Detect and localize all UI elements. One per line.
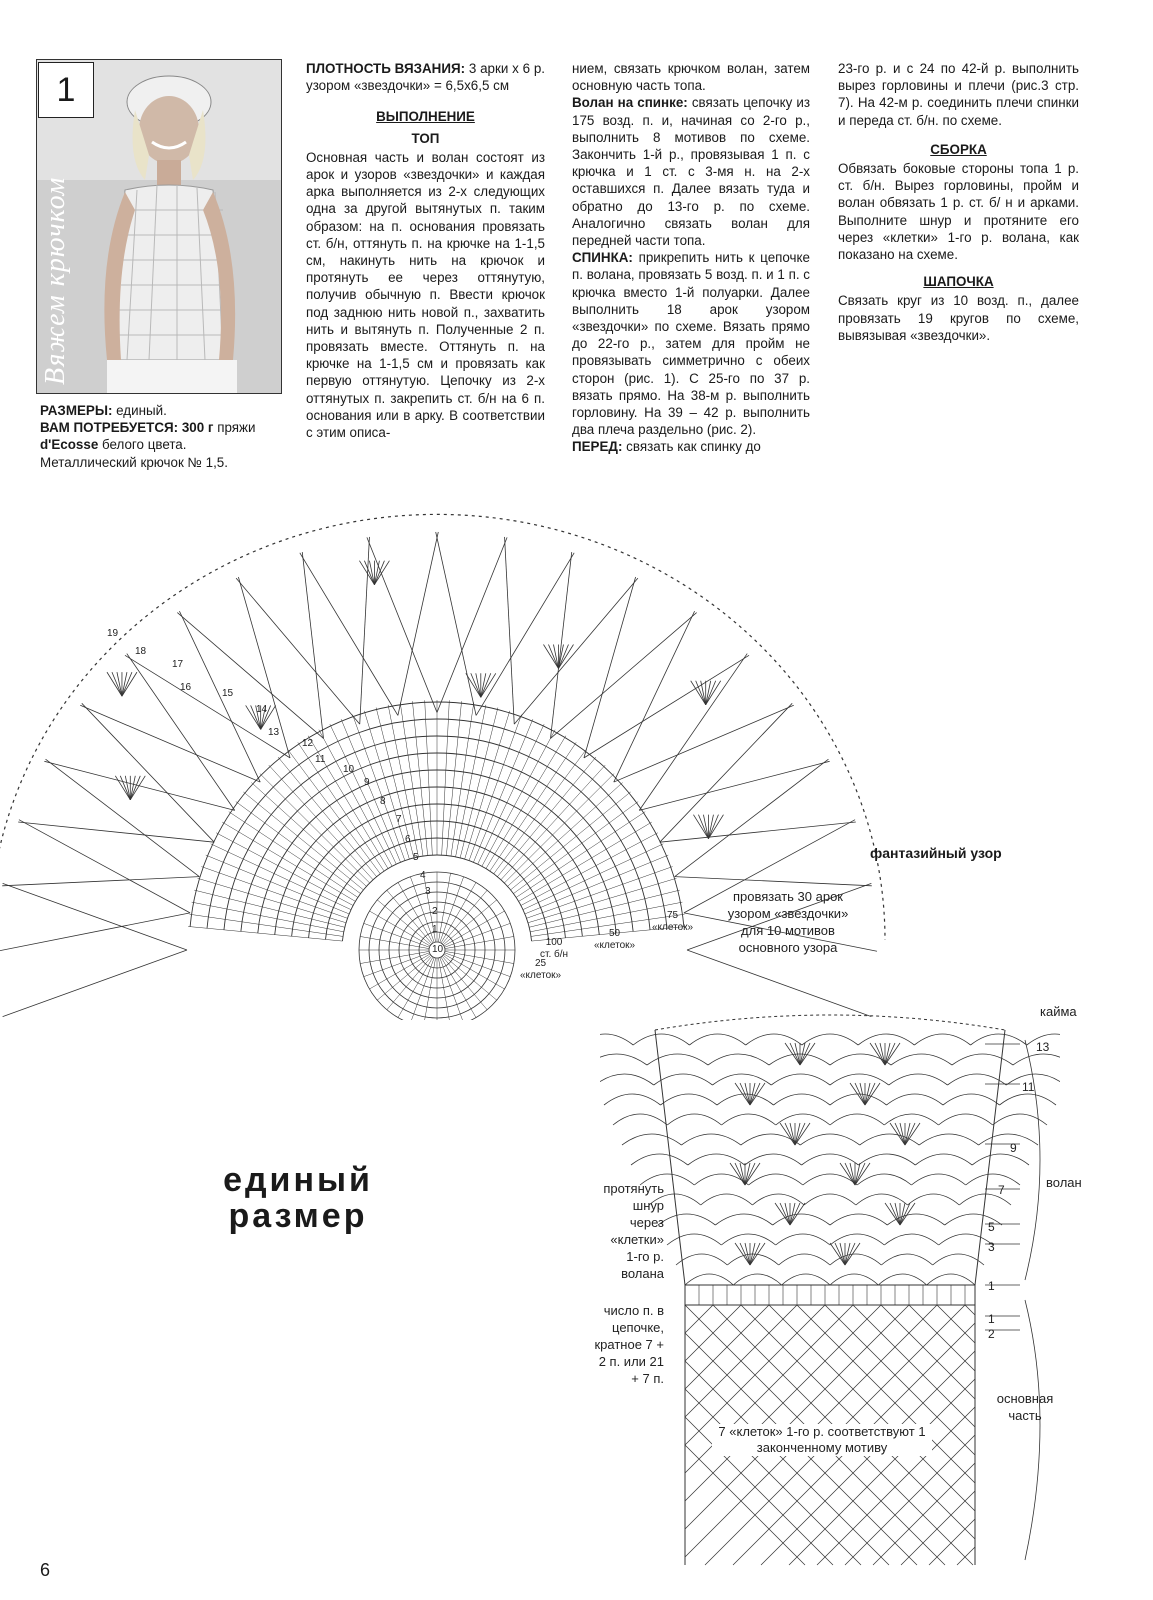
photo-caption: Вяжем крючком <box>40 177 72 385</box>
label-50-num: 50 <box>594 928 635 940</box>
sizes-label: РАЗМЕРЫ: <box>40 403 112 418</box>
fan-row-19: 19 <box>107 626 118 641</box>
materials-block: РАЗМЕРЫ: единый. ВАМ ПОТРЕБУЕТСЯ: 300 г … <box>40 402 280 471</box>
chart-row-7: 7 <box>998 1183 1005 1198</box>
hat-text: Связать круг из 10 возд. п., далее провя… <box>838 292 1079 344</box>
fan-row-4: 4 <box>420 868 426 883</box>
label-75-num: 75 <box>652 910 693 922</box>
size-label-line-2: размер <box>198 1198 398 1234</box>
need-label: ВАМ ПОТРЕБУЕТСЯ: <box>40 420 178 435</box>
col3-continuation: 23-го р. и с 24 по 42-й р. выполнить выр… <box>838 60 1079 129</box>
heading-top: ТОП <box>306 130 545 147</box>
label-volan: волан <box>1046 1175 1082 1190</box>
chart-row-3: 3 <box>988 1240 995 1255</box>
fan-row-5: 5 <box>413 850 419 865</box>
label-cord: протянуть шнур через «клетки» 1-го р. во… <box>596 1180 664 1282</box>
chart-row-1-volan: 1 <box>988 1279 995 1294</box>
fan-center-10: 10 <box>432 942 443 957</box>
fan-row-6: 6 <box>405 832 411 847</box>
chart-row-1-main: 1 <box>988 1312 995 1327</box>
yarn-name: d'Ecosse <box>40 437 98 452</box>
front-label: ПЕРЕД: <box>572 439 622 454</box>
fan-row-11: 11 <box>315 752 325 767</box>
col2-intro: нием, связать крючком волан, затем основ… <box>572 60 810 94</box>
label-75-cells: 75«клеток» <box>652 910 693 934</box>
size-label-line-1: единый <box>198 1162 398 1198</box>
label-100-num: 100 <box>540 937 568 949</box>
fan-row-17: 17 <box>172 657 183 672</box>
label-kaima: кайма <box>1040 1004 1077 1019</box>
density-label: ПЛОТНОСТЬ ВЯЗАНИЯ: <box>306 61 465 76</box>
heading-hat: ШАПОЧКА <box>838 273 1079 290</box>
label-100-text: ст. б/н <box>540 949 568 961</box>
heading-execution: ВЫПОЛНЕНИЕ <box>306 108 545 125</box>
need-value: 300 г <box>182 420 214 435</box>
chart-row-13: 13 <box>1036 1040 1049 1055</box>
back-label: СПИНКА: <box>572 250 633 265</box>
label-chain: число п. в цепочке, кратное 7 + 2 п. или… <box>592 1302 664 1387</box>
column-3: 23-го р. и с 24 по 42-й р. выполнить выр… <box>838 60 1079 344</box>
label-25-cells: 25«клеток» <box>520 958 561 982</box>
top-instructions: Основная часть и волан состоят из арок и… <box>306 149 545 441</box>
heading-assembly: СБОРКА <box>838 141 1079 158</box>
fan-title: фантазийный узор <box>870 845 1002 861</box>
chart-row-9: 9 <box>1010 1141 1017 1156</box>
assembly-text: Обвязать боковые стороны топа 1 р. ст. б… <box>838 160 1079 263</box>
volan-text: связать цепочку из 175 возд. п. и, начин… <box>572 95 810 248</box>
fan-row-9: 9 <box>364 775 370 790</box>
chart-row-11: 11 <box>1022 1080 1034 1095</box>
fan-row-1: 1 <box>432 922 438 937</box>
front-text: связать как спинку до <box>626 439 761 454</box>
chart-row-5: 5 <box>988 1220 995 1235</box>
back-text: прикрепить нить к цепочке п. волана, про… <box>572 250 810 437</box>
volan-label: Волан на спинке: <box>572 95 688 110</box>
label-cells-motif: 7 «клеток» 1-го р. соответствуют 1 закон… <box>712 1424 932 1456</box>
pattern-number: 1 <box>38 62 94 118</box>
page-number: 6 <box>40 1560 50 1581</box>
fan-row-12: 12 <box>302 736 313 751</box>
fan-row-18: 18 <box>135 644 146 659</box>
fan-row-3: 3 <box>425 884 431 899</box>
chart-row-2-main: 2 <box>988 1327 995 1342</box>
fan-row-15: 15 <box>222 686 233 701</box>
fan-row-7: 7 <box>396 812 402 827</box>
yarn-rest: белого цвета. <box>102 437 186 452</box>
fan-row-2: 2 <box>432 904 438 919</box>
fan-row-14: 14 <box>256 702 267 717</box>
label-50-text: «клеток» <box>594 940 635 952</box>
column-1: ПЛОТНОСТЬ ВЯЗАНИЯ: 3 арки х 6 р. узором … <box>306 60 545 441</box>
fan-row-16: 16 <box>180 680 191 695</box>
column-2: нием, связать крючком волан, затем основ… <box>572 60 810 456</box>
fan-crochet-chart <box>0 480 1153 1020</box>
size-label: единый размер <box>198 1162 398 1234</box>
label-50-cells: 50«клеток» <box>594 928 635 952</box>
sizes-value: единый. <box>116 403 167 418</box>
fan-row-8: 8 <box>380 794 386 809</box>
fan-note: провязать 30 арок узором «звездочки» для… <box>718 888 858 956</box>
hook-text: Металлический крючок № 1,5. <box>40 454 280 471</box>
label-main-part: основная часть <box>990 1390 1060 1424</box>
fan-row-10: 10 <box>343 762 354 777</box>
need-rest: пряжи <box>217 420 255 435</box>
fan-row-13: 13 <box>268 725 279 740</box>
label-25-text: «клеток» <box>520 970 561 982</box>
label-75-text: «клеток» <box>652 922 693 934</box>
